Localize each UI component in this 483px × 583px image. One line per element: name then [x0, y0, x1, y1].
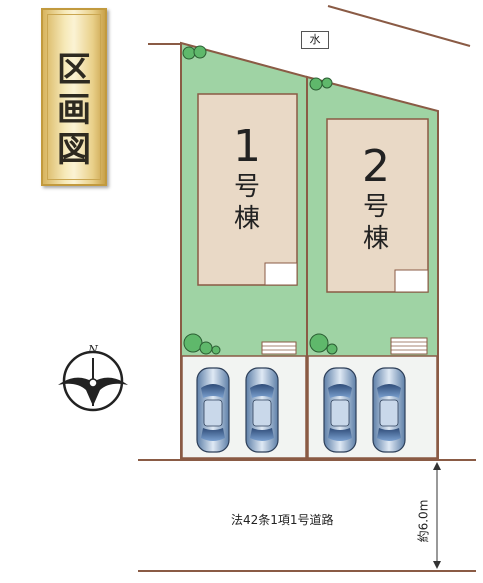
shrub	[321, 77, 333, 89]
lot-number: 2	[362, 141, 390, 192]
lot-1-label: 1 号 棟	[224, 123, 270, 235]
car	[196, 367, 230, 453]
arrow-down-icon	[433, 561, 441, 569]
shrub	[193, 45, 207, 59]
shrub	[211, 345, 221, 355]
lot-kanji: 号	[233, 172, 260, 202]
lot-kanji: 棟	[362, 224, 389, 254]
steps-2	[390, 337, 428, 355]
road-label: 法42条1項1号道路	[231, 513, 334, 527]
shrub	[183, 333, 203, 353]
road-width-label: 約6.0m	[403, 480, 443, 562]
shrub	[326, 343, 338, 355]
shrub	[199, 341, 213, 355]
title-plate: 区 画 図	[41, 8, 107, 186]
compass-icon: N	[58, 343, 128, 412]
water-label: 水	[301, 31, 329, 49]
arrow-up-icon	[433, 462, 441, 470]
title-char: 区	[57, 50, 91, 90]
page-title: 区 画 図	[43, 50, 105, 170]
steps-1	[261, 341, 297, 355]
boundary-line	[327, 5, 471, 47]
shrub	[182, 46, 196, 60]
shrub	[309, 77, 323, 91]
entrance-1	[264, 262, 298, 286]
car	[245, 367, 279, 453]
lot-kanji: 棟	[233, 204, 260, 234]
lot-kanji: 号	[362, 192, 389, 222]
road-width-text: 約6.0m	[416, 499, 431, 543]
building-2	[326, 118, 429, 293]
car	[372, 367, 406, 453]
lot-number: 1	[233, 121, 261, 172]
title-char: 画	[57, 90, 91, 130]
car	[323, 367, 357, 453]
entrance-2	[394, 269, 429, 293]
lot-2-label: 2 号 棟	[353, 143, 399, 255]
title-plate-frame	[47, 14, 101, 180]
shrub	[309, 333, 329, 353]
svg-text:N: N	[87, 343, 98, 356]
title-char: 図	[57, 130, 91, 170]
building-1	[197, 93, 298, 286]
